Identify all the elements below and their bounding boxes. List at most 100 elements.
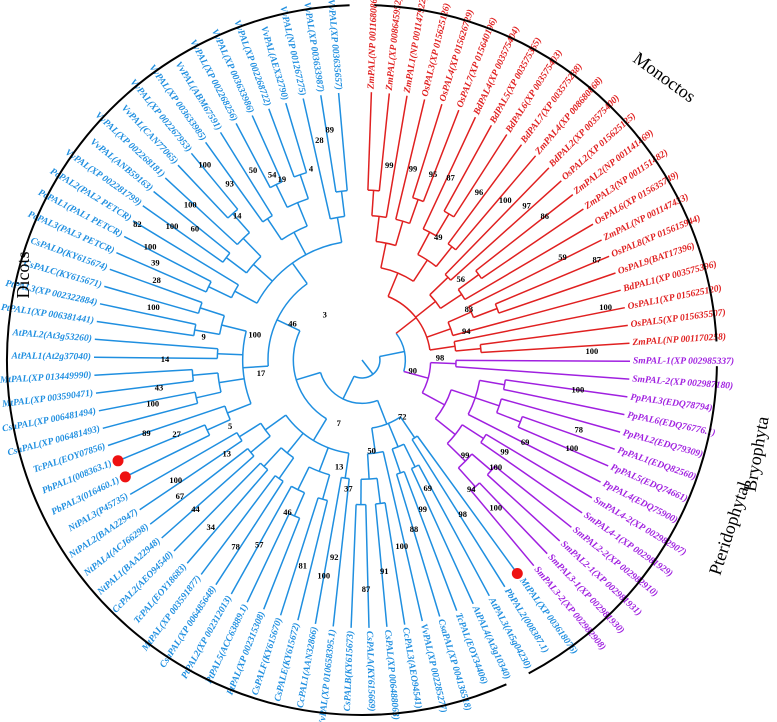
bootstrap-value: 95	[429, 169, 438, 179]
branch-line	[173, 462, 262, 552]
branch-arc	[280, 447, 295, 459]
branch-line	[379, 350, 405, 358]
branch-line	[242, 365, 269, 369]
branch-line	[161, 455, 255, 539]
bootstrap-value: 96	[475, 187, 484, 197]
branch-line	[447, 311, 472, 323]
branch-arc	[470, 482, 481, 492]
branch-line	[297, 500, 329, 621]
branch-arc	[421, 362, 432, 394]
highlight-marker	[112, 455, 124, 467]
arc-dicots	[6, 4, 507, 716]
branch-line	[250, 435, 271, 453]
branch-arc	[222, 252, 231, 263]
arc-monoctos	[374, 4, 718, 342]
leaf-label: SmPAL-2(XP 002987180)	[632, 374, 734, 392]
branch-line	[340, 191, 346, 217]
branch-line	[107, 405, 226, 447]
bootstrap-value: 13	[335, 462, 344, 472]
leaf-label: PpPAL3(EDQ78794)	[630, 392, 713, 414]
branch-line	[286, 432, 304, 454]
branch-arc	[361, 477, 378, 481]
bootstrap-value: 99	[385, 160, 394, 170]
branch-line	[429, 345, 456, 351]
branch-line	[455, 365, 630, 380]
bootstrap-value: 100	[169, 475, 182, 485]
bootstrap-value: 89	[325, 124, 334, 134]
branch-line	[121, 434, 210, 480]
branch-line	[206, 419, 231, 431]
bootstrap-value: 100	[395, 541, 408, 551]
branch-line	[94, 368, 193, 376]
bootstrap-value: 78	[575, 424, 584, 434]
leaf-label: AtPAL1(At2g37040)	[10, 351, 91, 363]
branch-arc	[395, 218, 410, 225]
bootstrap-value: 82	[133, 219, 142, 229]
branch-line	[194, 329, 220, 336]
branch-line	[380, 242, 387, 269]
bootstrap-value: 92	[330, 552, 339, 562]
branch-line	[217, 352, 243, 356]
branch-line	[430, 361, 456, 365]
bootstrap-value: 49	[434, 232, 443, 242]
bootstrap-value: 28	[152, 275, 161, 285]
branch-line	[454, 306, 625, 343]
bootstrap-value: 88	[410, 524, 419, 534]
bootstrap-value: 100	[599, 302, 612, 312]
branch-arc	[285, 414, 349, 454]
branch-line	[239, 422, 262, 438]
branch-line	[403, 443, 416, 468]
branch-arc	[417, 253, 437, 268]
bootstrap-value: 100	[147, 302, 160, 312]
bootstrap-value: 100	[146, 398, 159, 408]
branch-line	[199, 307, 225, 317]
branch-line	[395, 473, 441, 617]
branch-line	[302, 98, 332, 220]
branch-line	[384, 502, 406, 625]
bootstrap-value: 100	[489, 503, 502, 513]
bootstrap-value: 81	[298, 561, 307, 571]
branch-line	[461, 424, 484, 440]
branch-line	[450, 180, 562, 281]
bootstrap-value: 13	[223, 449, 232, 459]
branch-line	[234, 290, 258, 304]
branch-line	[109, 268, 203, 304]
bootstrap-value: 60	[191, 223, 200, 233]
branch-line	[297, 466, 310, 491]
leaf-label: SmPAL-1(XP 002985337)	[633, 355, 734, 367]
branch-line	[371, 427, 377, 454]
leaf-label: ZmPAL(NP 001168086)	[366, 0, 380, 90]
bootstrap-value: 100	[184, 199, 197, 209]
branch-line	[455, 155, 537, 251]
tree-branches	[93, 92, 631, 628]
branch-line	[399, 416, 416, 439]
leaf-label: AtPAL2(At3g53260)	[11, 327, 92, 344]
branch-line	[215, 480, 284, 586]
branch-line	[429, 276, 449, 296]
leaf-label: PbPAL2(008387.1)	[502, 586, 551, 655]
bootstrap-value: 4	[309, 164, 314, 174]
branch-line	[264, 414, 287, 431]
bootstrap-value: 87	[592, 254, 601, 264]
bootstrap-value: 94	[462, 326, 471, 336]
branch-line	[496, 412, 521, 423]
bootstrap-value: 57	[255, 539, 264, 549]
branch-arc	[375, 502, 386, 505]
branch-arc	[274, 475, 284, 482]
branch-line	[99, 303, 196, 326]
leaf-label: PtPAL1(XP 006381441)	[0, 302, 94, 326]
bootstrap-value: 14	[161, 354, 170, 364]
branch-line	[391, 448, 402, 474]
branch-arc	[479, 344, 482, 353]
branch-arc	[245, 255, 262, 274]
branch-line	[378, 93, 391, 191]
bootstrap-value: 39	[151, 258, 160, 268]
branch-line	[314, 477, 343, 625]
leaf-label: ZmPAL(NP 001170258)	[631, 331, 726, 348]
branch-line	[186, 469, 269, 564]
group-label-monoctos: Monoctos	[630, 48, 700, 107]
branch-line	[132, 220, 239, 286]
group-label-bryophyta: Bryophyta	[740, 415, 773, 493]
branch-line	[235, 123, 271, 188]
branch-line	[279, 497, 319, 616]
